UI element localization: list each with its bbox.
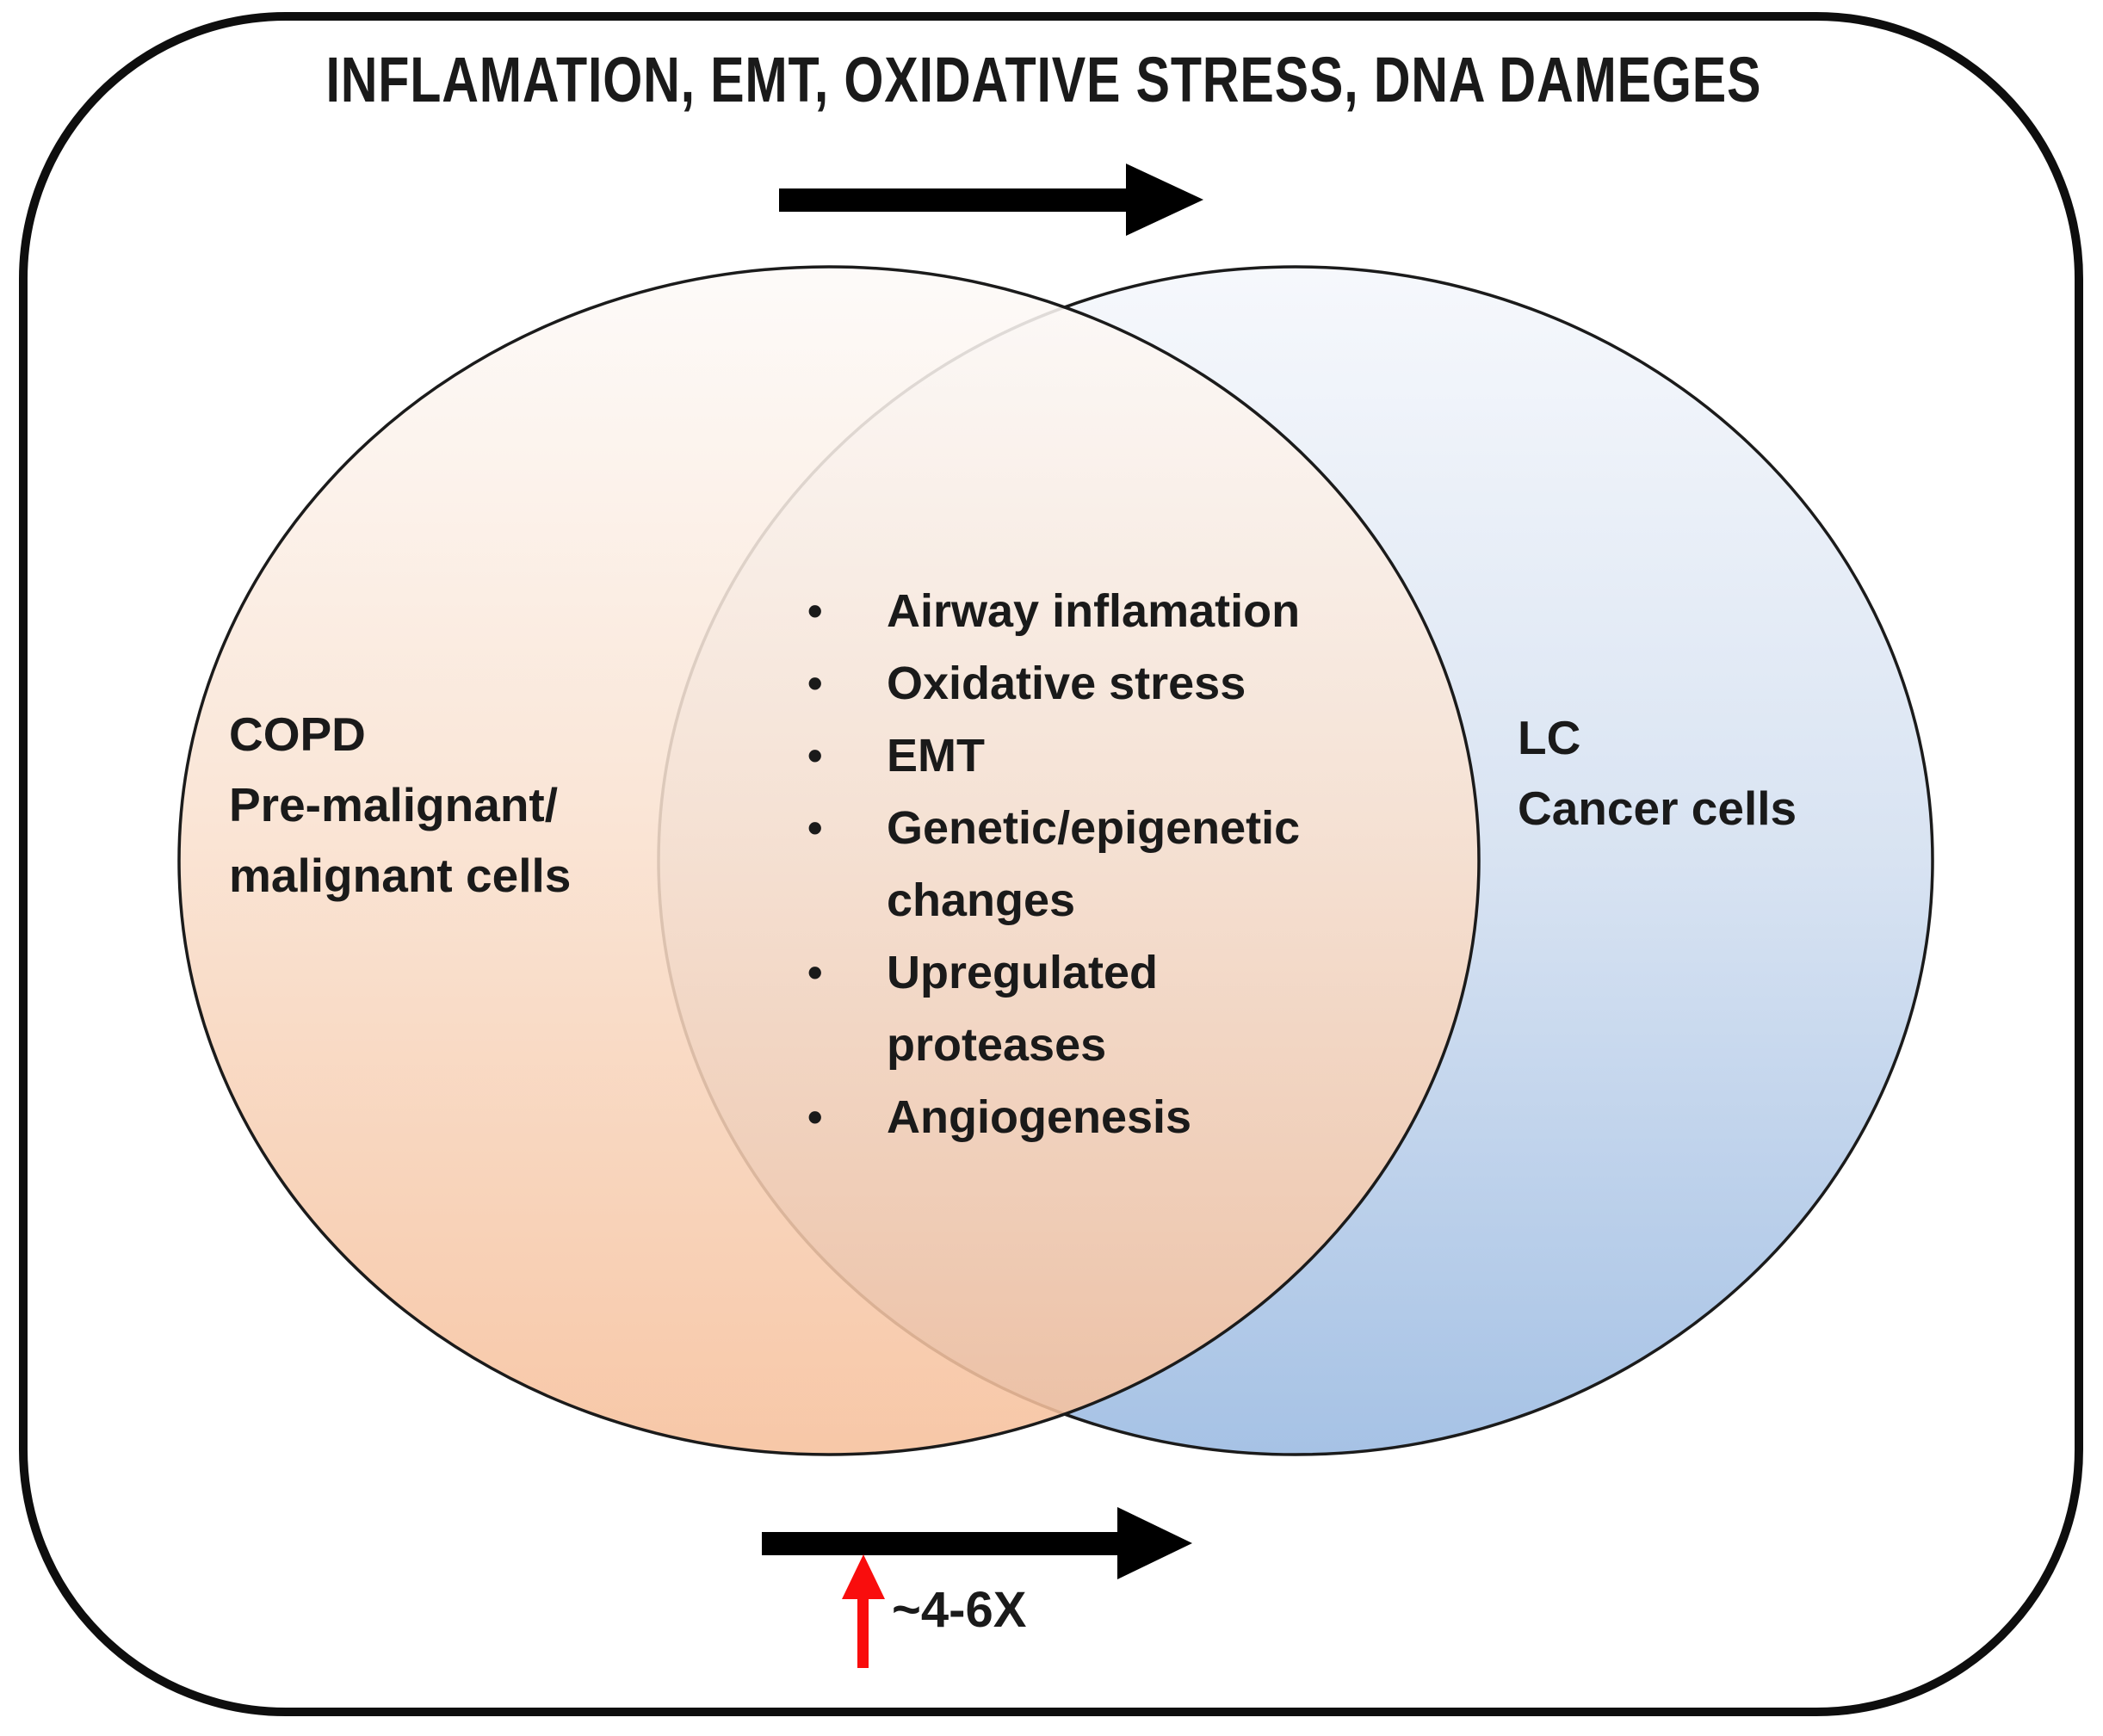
overlap-item: Oxidative stress: [804, 647, 1458, 720]
overlap-item: Angiogenesis: [804, 1081, 1458, 1153]
risk-multiplier-label: ~4-6X: [892, 1582, 1027, 1638]
overlap-feature-list: Airway inflamation Oxidative stress EMT …: [804, 575, 1458, 1153]
overlap-item: Airway inflamation: [804, 575, 1458, 647]
top-right-arrow-icon: [779, 164, 1203, 236]
overlap-item: EMT: [804, 720, 1458, 792]
red-up-arrow-icon: [842, 1554, 885, 1668]
bottom-right-arrow-icon: [762, 1507, 1192, 1579]
figure-frame: [19, 12, 2083, 1716]
lc-set-label: LC Cancer cells: [1518, 711, 1797, 835]
copd-set-label: COPD Pre-malignant/ malignant cells: [229, 707, 572, 902]
figure-title: INFLAMATION, EMT, OXIDATIVE STRESS, DNA …: [146, 43, 1851, 117]
figure-title-text: INFLAMATION, EMT, OXIDATIVE STRESS, DNA …: [325, 44, 1762, 115]
overlap-item: Genetic/epigenetic changes: [804, 792, 1458, 936]
overlap-item: Upregulated proteases: [804, 936, 1458, 1081]
